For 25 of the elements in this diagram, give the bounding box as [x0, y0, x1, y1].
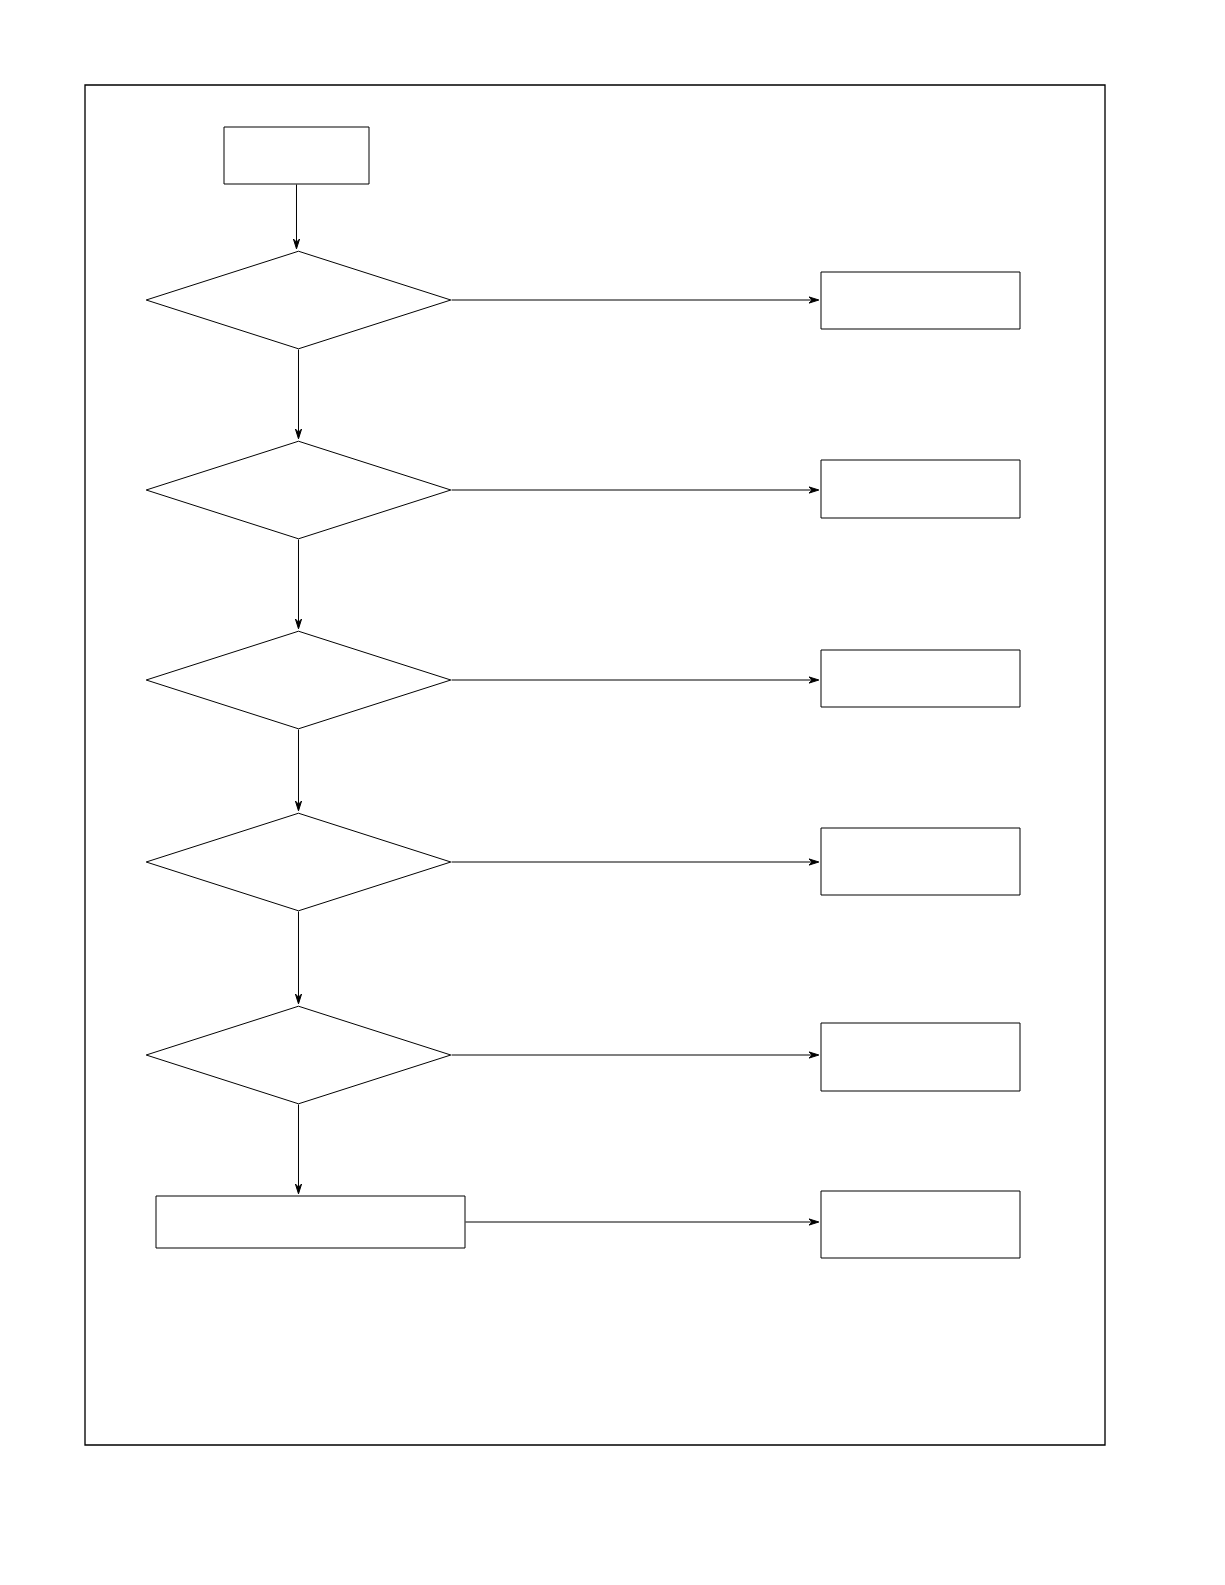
- decision-diamond: [145, 630, 452, 730]
- arrow: [294, 911, 303, 1005]
- decision-diamond: [145, 812, 452, 912]
- arrow: [294, 539, 303, 630]
- arrow: [451, 1051, 820, 1059]
- arrow: [451, 296, 820, 304]
- arrow: [292, 184, 301, 250]
- arrow: [294, 349, 303, 440]
- decision-diamond: [145, 440, 452, 540]
- process-box: [820, 827, 1021, 896]
- process-box: [820, 271, 1021, 330]
- arrow: [465, 1218, 820, 1226]
- decision-diamond: [145, 250, 452, 350]
- process-box: [223, 126, 370, 185]
- process-box: [820, 459, 1021, 519]
- process-box: [820, 1190, 1021, 1259]
- arrow: [451, 486, 820, 494]
- arrow: [294, 1104, 303, 1195]
- process-box: [820, 1022, 1021, 1092]
- arrow: [451, 858, 820, 866]
- arrow: [451, 676, 820, 684]
- arrow: [294, 729, 303, 812]
- decision-diamond: [145, 1005, 452, 1105]
- process-box: [155, 1195, 466, 1249]
- process-box: [820, 649, 1021, 708]
